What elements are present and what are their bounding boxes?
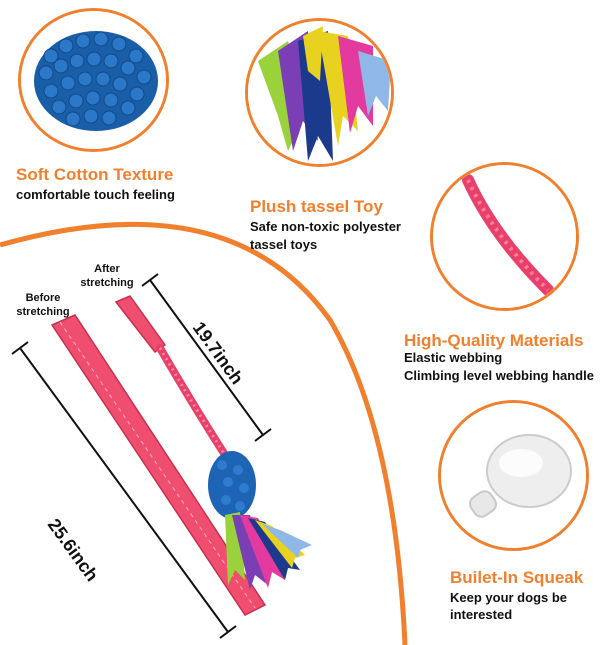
tassel-closeup <box>245 18 394 167</box>
feature-title-squeak: Builet-In Squeak <box>450 568 584 587</box>
after-stretching-label-line1: After <box>94 263 120 275</box>
cotton-texture-closeup <box>18 8 169 152</box>
feature-desc-tassel-line1: Safe non-toxic polyester <box>250 219 401 234</box>
feature-desc-cotton: comfortable touch feeling <box>16 187 175 202</box>
feature-desc-materials-line1: Elastic webbing <box>404 350 503 365</box>
elastic-webbing-closeup <box>430 162 579 311</box>
feature-title-materials: High-Quality Materials <box>404 331 584 350</box>
feature-desc-tassel-line2: tassel toys <box>250 237 318 252</box>
feature-desc-squeak-line1: Keep your dogs be <box>450 590 568 605</box>
squeaker-closeup <box>438 400 589 551</box>
feature-desc-materials-line2: Climbing level webbing handle <box>404 368 594 383</box>
before-stretching-label-line1: Before <box>25 292 61 304</box>
after-stretching-label-line2: stretching <box>80 277 134 289</box>
feature-desc-squeak-line2: interested <box>450 607 513 622</box>
feature-title-tassel: Plush tassel Toy <box>250 197 383 216</box>
feature-title-cotton: Soft Cotton Texture <box>16 165 174 184</box>
before-stretching-label-line2: stretching <box>16 306 70 318</box>
